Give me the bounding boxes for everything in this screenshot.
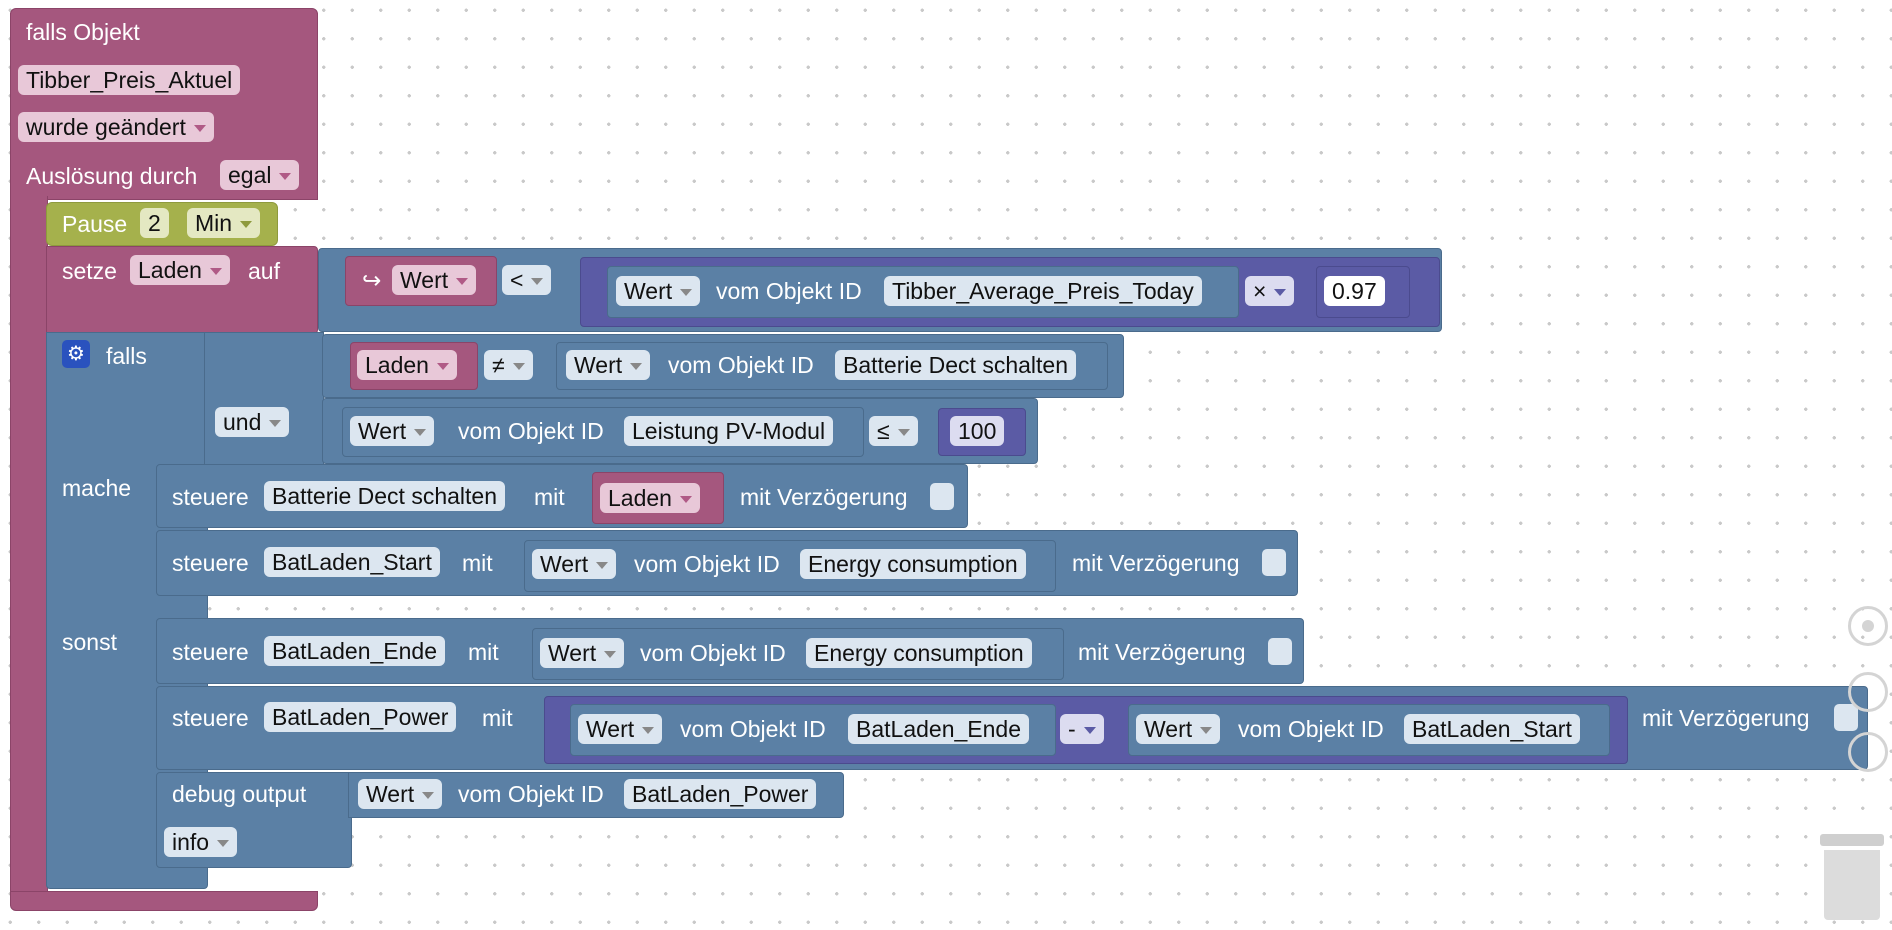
less-equal-operator-dropdown[interactable]: ≤ bbox=[869, 416, 918, 446]
set-variable-dropdown[interactable]: Laden bbox=[130, 255, 230, 285]
not-equal-operator-dropdown[interactable]: ≠ bbox=[484, 350, 533, 380]
trigger-dropdown[interactable]: wurde geändert bbox=[18, 112, 214, 142]
batladen-ende-field[interactable]: BatLaden_Ende bbox=[848, 714, 1029, 744]
delay-label: mit Verzögerung bbox=[740, 484, 908, 510]
energy-consumption-field[interactable]: Energy consumption bbox=[800, 549, 1026, 579]
threshold-number-field[interactable]: 100 bbox=[950, 416, 1005, 446]
control-label: steuere bbox=[172, 550, 249, 576]
control-label: steuere bbox=[172, 639, 249, 665]
factor-number-field[interactable]: 0.97 bbox=[1324, 276, 1385, 306]
debug-object-field[interactable]: BatLaden_Power bbox=[624, 779, 817, 809]
with-label: mit bbox=[482, 705, 513, 731]
object-id-label: vom Objekt ID bbox=[634, 551, 780, 577]
gear-icon[interactable]: ⚙ bbox=[62, 340, 90, 368]
control-label: steuere bbox=[172, 705, 249, 731]
pause-label: Pause bbox=[62, 211, 128, 237]
if-label: falls bbox=[106, 343, 147, 369]
subtract-operator-dropdown[interactable]: - bbox=[1060, 714, 1104, 744]
delay-label: mit Verzögerung bbox=[1642, 705, 1810, 731]
object-id-label: vom Objekt ID bbox=[716, 278, 862, 304]
batladen-start-field[interactable]: BatLaden_Start bbox=[1404, 714, 1580, 744]
pv-module-object-field[interactable]: Leistung PV-Modul bbox=[624, 416, 834, 446]
value-type-dropdown[interactable]: Wert bbox=[1136, 714, 1221, 744]
control-target-field[interactable]: BatLaden_Ende bbox=[264, 636, 445, 666]
delay-checkbox[interactable] bbox=[1268, 638, 1292, 665]
log-level-dropdown[interactable]: info bbox=[164, 827, 238, 857]
math-operator-dropdown[interactable]: × bbox=[1245, 276, 1295, 306]
delay-label: mit Verzögerung bbox=[1078, 639, 1246, 665]
value-type-dropdown[interactable]: Wert bbox=[578, 714, 663, 744]
logic-and-dropdown[interactable]: und bbox=[215, 407, 290, 437]
object-id-label: vom Objekt ID bbox=[640, 640, 786, 666]
if-block-cond-column bbox=[204, 332, 324, 466]
set-to-label: auf bbox=[248, 258, 280, 284]
object-id-field[interactable]: Tibber_Preis_Aktuel bbox=[18, 65, 241, 95]
delay-checkbox[interactable] bbox=[1834, 704, 1858, 731]
trigger-by-dropdown[interactable]: egal bbox=[220, 160, 300, 190]
delay-label: mit Verzögerung bbox=[1072, 550, 1240, 576]
delay-checkbox[interactable] bbox=[930, 483, 954, 510]
set-label: setze bbox=[62, 258, 117, 284]
trigger-by-label: Auslösung durch bbox=[26, 163, 198, 189]
value-type-dropdown[interactable]: Wert bbox=[358, 779, 443, 809]
value-type-dropdown[interactable]: Wert bbox=[566, 350, 651, 380]
debug-output-label: debug output bbox=[172, 781, 307, 807]
average-price-object-field[interactable]: Tibber_Average_Preis_Today bbox=[884, 276, 1202, 306]
zoom-reset-button[interactable] bbox=[1848, 606, 1888, 646]
event-block-title: falls Objekt bbox=[26, 19, 140, 45]
event-block-left-bar bbox=[10, 196, 48, 896]
value-arrow-icon: ↪ bbox=[362, 267, 382, 293]
pause-value-field[interactable]: 2 bbox=[140, 208, 169, 238]
object-id-label: vom Objekt ID bbox=[680, 716, 826, 742]
compare-operator-dropdown[interactable]: < bbox=[502, 265, 552, 295]
pause-unit-dropdown[interactable]: Min bbox=[187, 208, 261, 238]
control-target-field[interactable]: BatLaden_Start bbox=[264, 547, 440, 577]
object-id-label: vom Objekt ID bbox=[668, 352, 814, 378]
value-type-dropdown[interactable]: Wert bbox=[616, 276, 701, 306]
laden-variable-dropdown[interactable]: Laden bbox=[357, 350, 457, 380]
do-label: mache bbox=[62, 475, 132, 501]
event-block-bottom-bar bbox=[10, 891, 318, 911]
trash-can-icon[interactable] bbox=[1820, 834, 1890, 924]
zoom-reset-button-dot bbox=[1862, 620, 1874, 632]
zoom-out-button[interactable] bbox=[1848, 732, 1888, 772]
energy-consumption-field[interactable]: Energy consumption bbox=[806, 638, 1032, 668]
with-label: mit bbox=[534, 484, 565, 510]
object-id-label: vom Objekt ID bbox=[458, 781, 604, 807]
battery-dect-object-field[interactable]: Batterie Dect schalten bbox=[835, 350, 1077, 380]
control-target-field[interactable]: BatLaden_Power bbox=[264, 702, 457, 732]
with-label: mit bbox=[468, 639, 499, 665]
value-type-dropdown[interactable]: Wert bbox=[540, 638, 625, 668]
laden-variable-dropdown[interactable]: Laden bbox=[600, 483, 700, 513]
value-type-dropdown[interactable]: Wert bbox=[350, 416, 435, 446]
else-label: sonst bbox=[62, 629, 117, 655]
zoom-in-button[interactable] bbox=[1848, 672, 1888, 712]
control-label: steuere bbox=[172, 484, 249, 510]
value-type-dropdown[interactable]: Wert bbox=[532, 549, 617, 579]
object-id-label: vom Objekt ID bbox=[1238, 716, 1384, 742]
object-id-label: vom Objekt ID bbox=[458, 418, 604, 444]
value-selector-dropdown[interactable]: Wert bbox=[392, 265, 477, 295]
delay-checkbox[interactable] bbox=[1262, 549, 1286, 576]
with-label: mit bbox=[462, 550, 493, 576]
control-target-field[interactable]: Batterie Dect schalten bbox=[264, 481, 506, 511]
